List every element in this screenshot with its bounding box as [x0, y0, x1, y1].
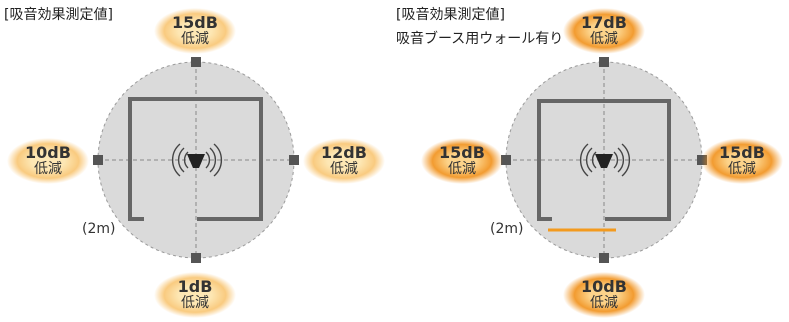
panel-subtitle: 吸音ブース用ウォール有り: [396, 31, 564, 47]
booth-wall: [537, 99, 671, 221]
reading-right: 12dB 低減: [303, 138, 385, 184]
reading-left: 15dB 低減: [421, 138, 503, 184]
reading-value: 12dB: [321, 143, 367, 162]
measure-point-top: [191, 57, 201, 67]
booth-wall: [128, 97, 263, 221]
measure-point-bottom: [191, 253, 201, 263]
reading-bottom: 10dB 低減: [563, 272, 645, 318]
reading-value: 15dB: [439, 143, 485, 162]
reading-value: 17dB: [581, 13, 627, 32]
reading-top: 15dB 低減: [154, 8, 236, 54]
reading-right: 15dB 低減: [701, 138, 783, 184]
left-panel-without-absorber: [吸音効果測定値] (2m) 15dB 低減 10dB 低減 12dB 低減 1…: [0, 0, 394, 322]
speaker-icon: [171, 143, 223, 177]
distance-label: (2m): [490, 221, 524, 237]
measure-point-bottom: [599, 253, 609, 263]
reading-unit: 低減: [181, 295, 209, 311]
right-panel-with-absorber: [吸音効果測定値] 吸音ブース用ウォール有り (2m) 17dB 低減 15dB…: [394, 0, 788, 322]
reading-top: 17dB 低減: [563, 8, 645, 54]
reading-unit: 低減: [590, 31, 618, 47]
reading-value: 1dB: [177, 277, 213, 296]
panel-title: [吸音効果測定値]: [396, 7, 505, 23]
reading-value: 15dB: [719, 143, 765, 162]
panel-title: [吸音効果測定値]: [4, 7, 113, 23]
measure-point-top: [599, 57, 609, 67]
reading-bottom: 1dB 低減: [154, 272, 236, 318]
reading-value: 10dB: [581, 277, 627, 296]
reading-unit: 低減: [590, 295, 618, 311]
measure-point-left: [93, 155, 103, 165]
distance-label: (2m): [82, 221, 116, 237]
measure-point-right: [289, 155, 299, 165]
reading-value: 15dB: [172, 13, 218, 32]
reading-value: 10dB: [25, 143, 71, 162]
speaker-icon: [579, 143, 631, 177]
reading-unit: 低減: [728, 161, 756, 177]
reading-unit: 低減: [34, 161, 62, 177]
measure-point-left: [501, 155, 511, 165]
reading-unit: 低減: [330, 161, 358, 177]
reading-unit: 低減: [448, 161, 476, 177]
measurement-diagram: [501, 57, 707, 263]
measurement-diagram: [93, 57, 299, 263]
reading-unit: 低減: [181, 31, 209, 47]
reading-left: 10dB 低減: [7, 138, 89, 184]
